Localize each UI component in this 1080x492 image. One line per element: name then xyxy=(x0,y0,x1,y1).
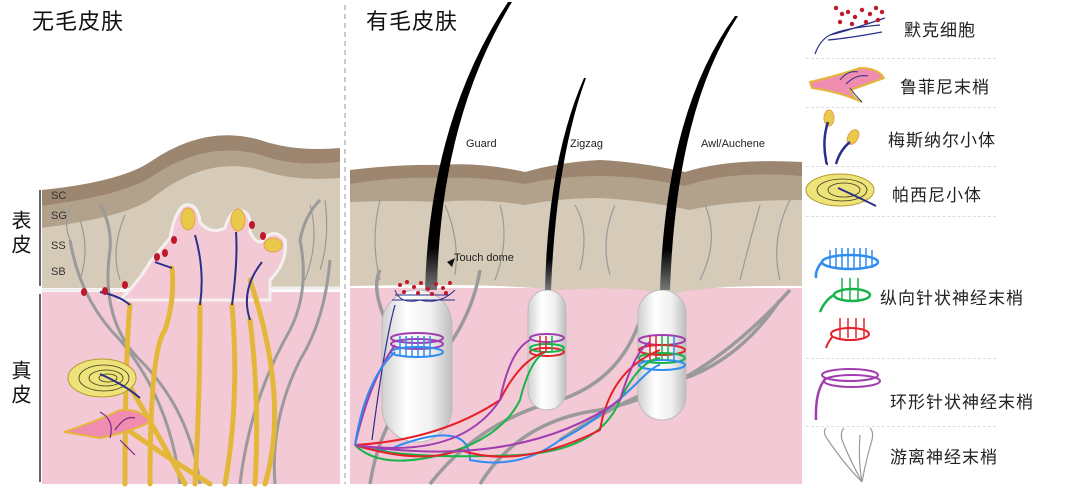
hairy-skin-title: 有毛皮肤 xyxy=(366,10,459,35)
longitudinal-lanceolate-ending-icon xyxy=(814,248,880,349)
guard-hair xyxy=(425,2,512,290)
legend-label-circumferential: 环形针状神经末梢 xyxy=(890,393,1034,413)
glabrous-sc-layer xyxy=(42,135,340,206)
legend-separator xyxy=(806,166,996,167)
legend-label-ruffini: 鲁菲尼末梢 xyxy=(900,78,990,98)
meissner-corpuscles xyxy=(180,207,283,253)
hair-label-awl-auchene: Awl/Auchene xyxy=(701,138,766,150)
glabrous-sg-layer xyxy=(42,150,340,228)
glabrous-ruffini-ending xyxy=(63,408,152,456)
hair-label-guard: Guard xyxy=(466,138,497,150)
touch-dome-label: Touch dome xyxy=(454,252,514,264)
legend-separator xyxy=(806,358,996,359)
circumferential-lanceolate-ending-icon xyxy=(814,368,881,421)
legend-separator xyxy=(806,216,996,217)
glabrous-pacinian-corpuscle xyxy=(67,358,141,399)
dermal-papilla xyxy=(116,203,287,302)
legend-label-pacinian: 帕西尼小体 xyxy=(892,186,982,206)
glabrous-blue-nerve-segments xyxy=(99,231,263,321)
glabrous-merkel-cells xyxy=(81,221,266,296)
lanceolate-afferent-fibers xyxy=(354,339,661,464)
glabrous-skin-title: 无毛皮肤 xyxy=(32,10,125,35)
hair-label-zigzag: Zigzag xyxy=(570,138,604,150)
meissner-corpuscle-icon xyxy=(823,109,860,166)
glabrous-free-nerve-endings xyxy=(68,198,332,485)
layer-label-sb: SB xyxy=(51,266,66,278)
glabrous-skin-panel xyxy=(39,135,340,487)
ruffini-ending-icon xyxy=(808,66,886,103)
free-nerve-ending-icon xyxy=(823,427,874,483)
epidermis-label: 表皮 xyxy=(8,210,32,258)
merkel-cell-icon xyxy=(814,5,886,55)
touch-dome-arrow xyxy=(447,258,455,267)
awl-auchene-hair xyxy=(660,16,738,290)
legend-label-free-nerve: 游离神经末梢 xyxy=(890,448,998,468)
legend-label-longitudinal: 纵向针状神经末梢 xyxy=(880,289,1024,309)
layer-label-sc: SC xyxy=(51,190,67,202)
legend-label-merkel: 默克细胞 xyxy=(904,21,976,41)
hairy-skin-panel xyxy=(350,2,802,486)
dermis-label: 真皮 xyxy=(8,360,32,408)
legend-separator xyxy=(806,58,996,59)
legend-separator xyxy=(806,426,996,427)
legend-separator xyxy=(806,107,996,108)
hair-shafts xyxy=(425,2,738,290)
layer-label-ss: SS xyxy=(51,240,66,252)
hairy-sc-layer xyxy=(350,160,802,186)
legend-label-meissner: 梅斯纳尔小体 xyxy=(888,131,996,151)
layer-label-sg: SG xyxy=(51,210,67,222)
legend-icons xyxy=(805,5,886,483)
touch-dome-merkel-cluster xyxy=(371,289,456,441)
pacinian-corpuscle-icon xyxy=(805,173,877,207)
glabrous-sensory-nerves xyxy=(112,265,278,487)
zigzag-hair xyxy=(545,78,586,290)
